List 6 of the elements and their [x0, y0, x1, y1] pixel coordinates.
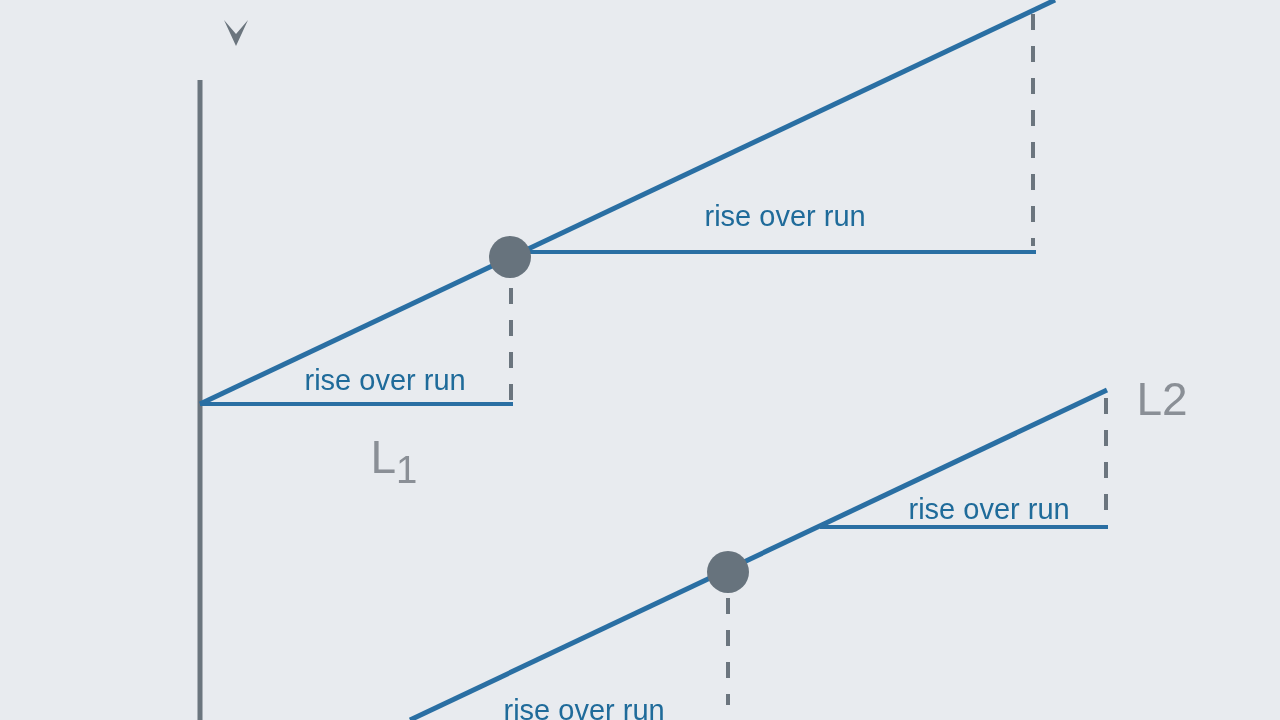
slope-label: rise over run [503, 696, 665, 720]
line-label: L$_{1}$ [370, 434, 418, 490]
slope-label: rise over run [908, 495, 1070, 524]
slope-label: rise over run [304, 366, 466, 395]
slope-label: rise over run [704, 202, 866, 231]
line-label: L2 [1136, 376, 1188, 422]
